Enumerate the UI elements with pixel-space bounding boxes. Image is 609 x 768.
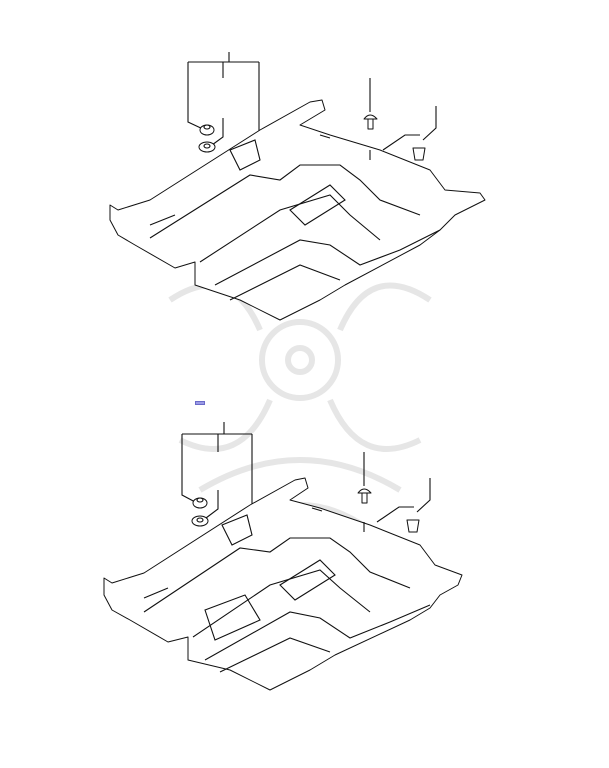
- leader-lines-2wd: [187, 52, 437, 151]
- grommet-icon-74526b-4wd: [192, 497, 208, 509]
- part-callout-74614-4wd-highlighted[interactable]: [195, 401, 205, 405]
- floor-mat-4wd: [103, 477, 463, 691]
- floor-mat-2wd: [109, 99, 486, 321]
- clip-icon-74597-4wd: [357, 488, 372, 504]
- clip-icon-74597-2wd: [363, 114, 378, 130]
- clip-icon-74596-4wd: [406, 519, 420, 533]
- leader-lines-4wd: [181, 422, 431, 523]
- grommet-icon-74526b-2wd: [199, 124, 215, 136]
- clip-icon-74596-2wd: [412, 147, 426, 161]
- grommet-icon-74526c-4wd: [191, 515, 209, 527]
- grommet-icon-74526c-2wd: [198, 141, 216, 153]
